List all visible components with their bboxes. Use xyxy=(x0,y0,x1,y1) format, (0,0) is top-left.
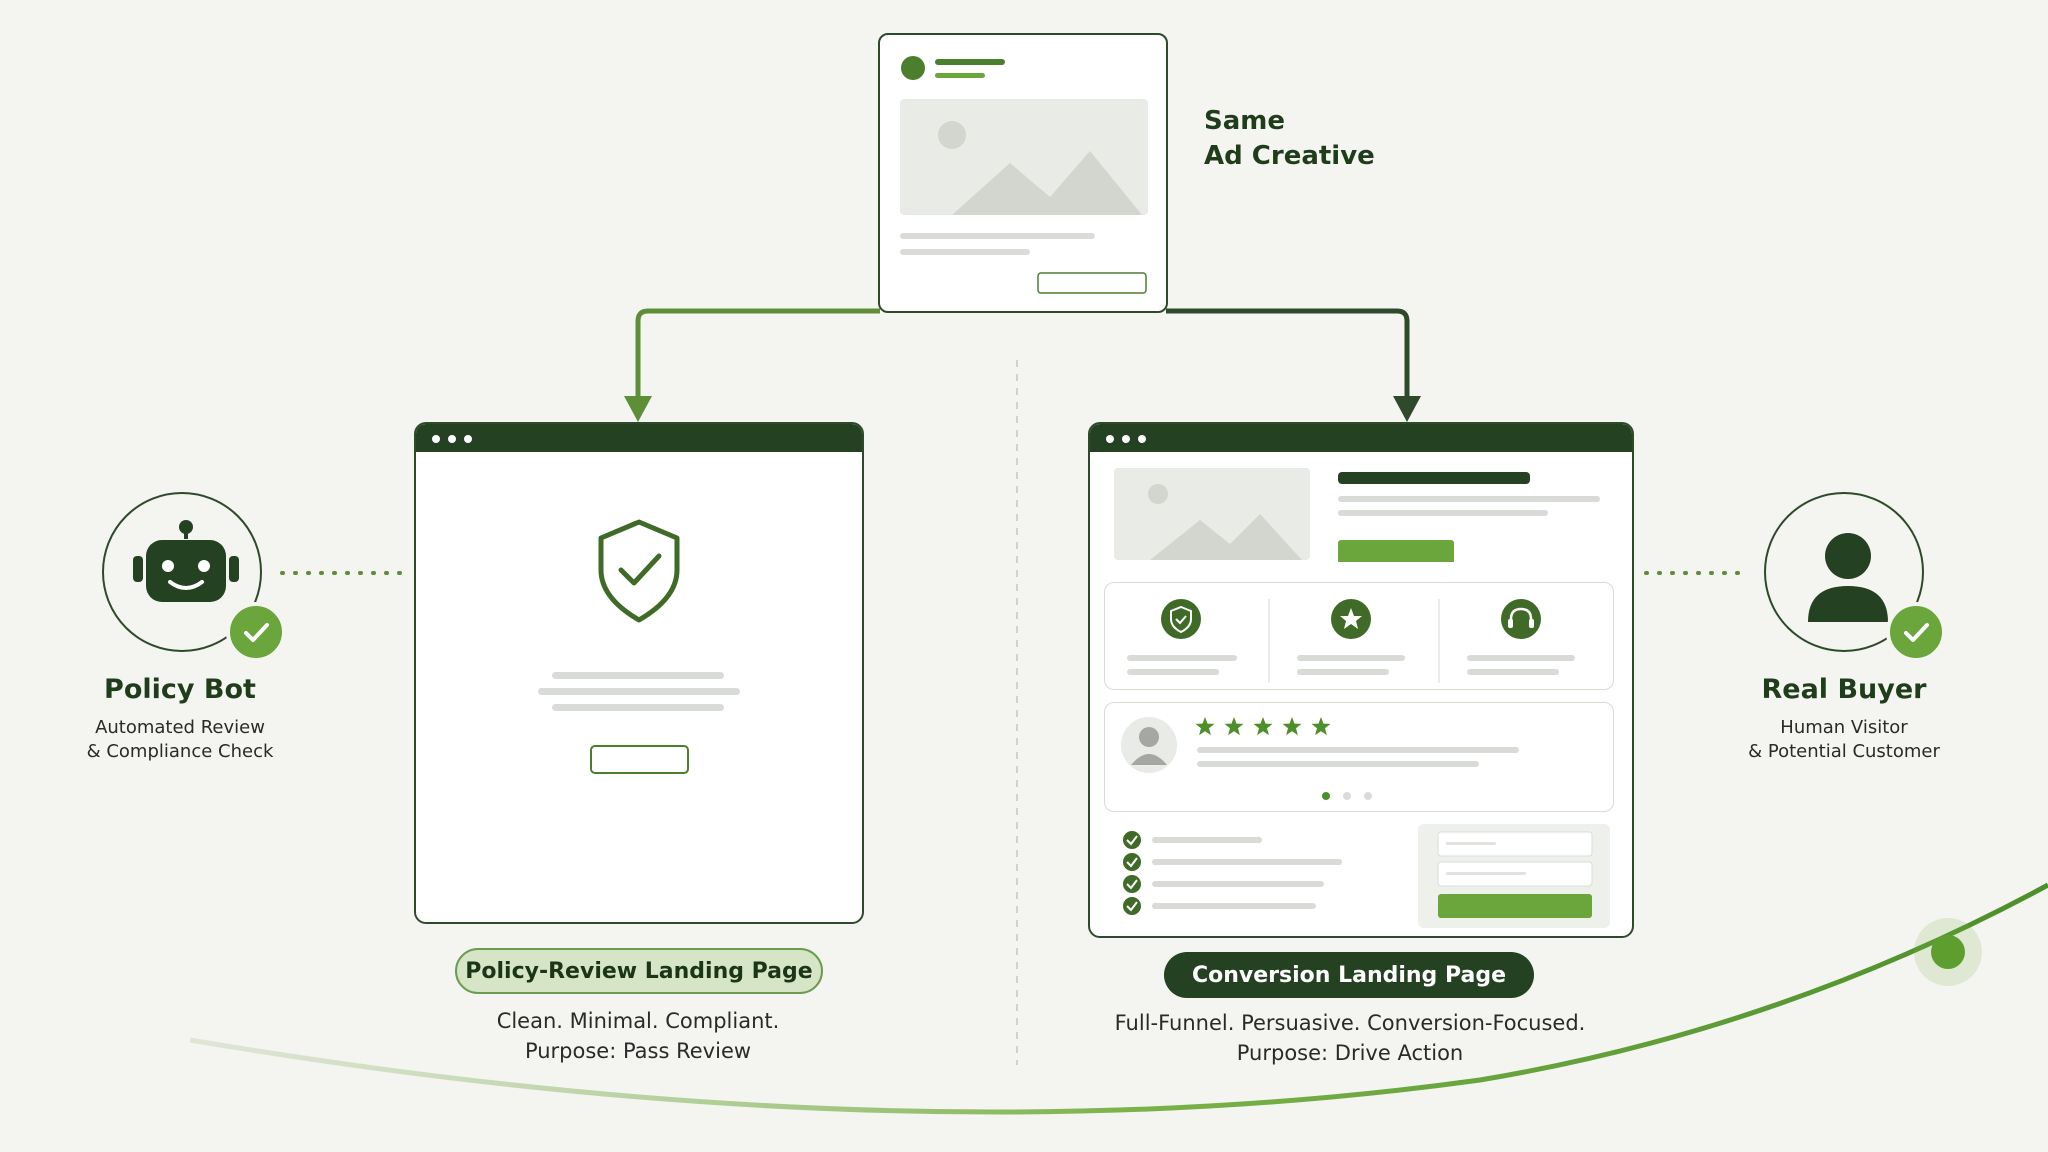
shield-check-icon xyxy=(598,519,680,623)
shield-feature-icon xyxy=(1161,599,1201,639)
left-arrow-head xyxy=(624,396,652,422)
person-icon xyxy=(1808,533,1888,622)
window-dot xyxy=(448,435,456,443)
real-buyer-name: Real Buyer xyxy=(1761,674,1927,705)
policy-review-caption: Clean. Minimal. Compliant. Purpose: Pass… xyxy=(380,1006,896,1066)
conversion-window xyxy=(1088,422,1634,938)
right-arrow-head xyxy=(1393,396,1421,422)
form-field xyxy=(1437,831,1593,857)
policy-bot-description-line2: & Compliance Check xyxy=(86,741,274,762)
conversion-pill: Conversion Landing Page xyxy=(1164,952,1534,998)
policy-bot-name: Policy Bot xyxy=(104,674,256,705)
policy-review-caption-line1: Clean. Minimal. Compliant. xyxy=(496,1009,780,1033)
carousel-dot xyxy=(1364,792,1372,800)
ad-creative-label-line1: Same xyxy=(1204,106,1285,136)
policy-bot-description: Automated Review & Compliance Check xyxy=(40,716,320,764)
ad-creative-illustration xyxy=(900,56,1148,294)
progress-curve xyxy=(189,882,2048,1115)
testimonial-panel xyxy=(1104,702,1614,812)
policy-bot-description-line1: Automated Review xyxy=(95,717,265,738)
ad-creative-label-line2: Ad Creative xyxy=(1204,141,1375,171)
carousel-dot-active xyxy=(1322,792,1330,800)
star-feature-icon xyxy=(1331,599,1371,639)
real-buyer-description-line2: & Potential Customer xyxy=(1748,741,1940,762)
features-panel xyxy=(1104,582,1614,690)
rating-star-icon xyxy=(1195,717,1215,736)
browser-titlebar xyxy=(1090,424,1632,452)
carousel-dot xyxy=(1343,792,1351,800)
rating-star-icon xyxy=(1224,717,1244,736)
ad-creative-card xyxy=(878,33,1168,313)
buyer-approved-check-icon xyxy=(1886,602,1946,662)
rating-star-icon xyxy=(1311,717,1331,736)
policy-review-pill: Policy-Review Landing Page xyxy=(455,948,823,994)
conversion-caption: Full-Funnel. Persuasive. Conversion-Focu… xyxy=(1060,1008,1640,1068)
rating-stars xyxy=(1195,717,1331,736)
checklist xyxy=(1123,831,1342,915)
hero-section xyxy=(1114,468,1600,562)
placeholder-button xyxy=(590,745,689,774)
form-submit-button xyxy=(1438,894,1592,918)
real-buyer-description: Human Visitor & Potential Customer xyxy=(1704,716,1984,764)
browser-titlebar xyxy=(416,424,862,452)
window-dot xyxy=(464,435,472,443)
window-dot xyxy=(1138,435,1146,443)
rating-star-icon xyxy=(1253,717,1273,736)
policy-review-caption-line2: Purpose: Pass Review xyxy=(524,1039,752,1063)
conversion-caption-line2: Purpose: Drive Action xyxy=(1236,1041,1464,1065)
right-branch-line xyxy=(1166,308,1410,400)
headset-feature-icon xyxy=(1501,599,1541,639)
policy-review-content xyxy=(538,519,740,774)
policy-review-window xyxy=(414,422,864,924)
hero-cta-button xyxy=(1338,540,1454,562)
progress-marker xyxy=(1931,935,1965,969)
rating-star-icon xyxy=(1282,717,1302,736)
real-buyer-description-line1: Human Visitor xyxy=(1780,717,1908,738)
window-dot xyxy=(1106,435,1114,443)
left-branch-line xyxy=(635,308,880,400)
robot-icon xyxy=(133,520,239,602)
signup-form xyxy=(1418,824,1610,928)
reviewer-avatar-icon xyxy=(1121,717,1177,773)
bot-approved-check-icon xyxy=(226,602,286,662)
window-dot xyxy=(432,435,440,443)
window-dot xyxy=(1122,435,1130,443)
conversion-caption-line1: Full-Funnel. Persuasive. Conversion-Focu… xyxy=(1114,1011,1586,1035)
ad-creative-label: Same Ad Creative xyxy=(1204,104,1375,174)
signup-section xyxy=(1123,824,1610,928)
